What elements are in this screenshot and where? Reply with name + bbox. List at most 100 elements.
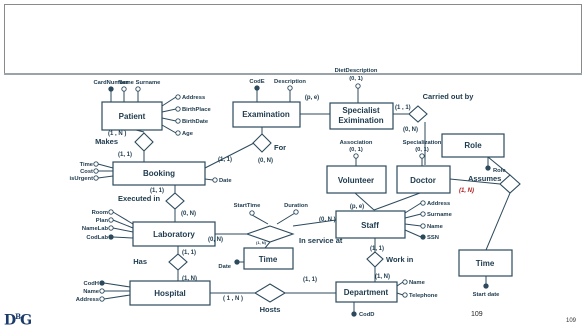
entity-booking-label: Booking: [143, 169, 175, 178]
rel-hosts[interactable]: Hosts: [253, 283, 287, 314]
relationship-lines: [135, 113, 511, 294]
rel-makes[interactable]: Makes: [95, 132, 154, 152]
rel-work-in[interactable]: Work in: [366, 251, 414, 268]
attr-birthdate: BirthDate: [182, 119, 209, 125]
title-area: [4, 4, 582, 74]
rel-executed-label: Executed in: [118, 194, 161, 203]
rel-for-label: For: [274, 143, 286, 152]
entity-specialist-examination[interactable]: Specialist Eximination: [329, 102, 394, 130]
attr-plan: Plan: [96, 218, 109, 224]
entity-time-role[interactable]: Time: [458, 249, 513, 277]
card-role-assumes: (1, N): [459, 188, 474, 194]
card-lab-exec: (0, N): [181, 211, 196, 217]
title-divider: [4, 73, 582, 75]
entity-role[interactable]: Role: [441, 133, 505, 158]
entity-hospital-label: Hospital: [154, 289, 186, 298]
card-lab-inservice: (0, N): [208, 237, 223, 243]
attr-hospital-name: Name: [83, 289, 100, 295]
entity-staff-label: Staff: [361, 221, 379, 230]
entity-patient[interactable]: Patient: [101, 101, 163, 131]
entity-time-lab[interactable]: Time: [243, 247, 294, 270]
attr-code-key-icon: [254, 85, 260, 91]
card-dept-workin: (1, N): [375, 274, 390, 280]
card-staff-inservice: (0, N ): [319, 217, 336, 223]
attr-room: Room: [92, 210, 108, 216]
attr-specialization-card: (0, 1): [415, 147, 429, 153]
attr-ssn-key-icon: [420, 234, 426, 240]
attr-patient-name: Name: [118, 80, 135, 86]
attr-staff-address: Address: [427, 201, 450, 207]
attribute-stems: [97, 87, 489, 312]
entity-hospital[interactable]: Hospital: [129, 280, 211, 306]
card-exam-for: (0, N): [258, 158, 273, 164]
diagram-page-number: 109: [471, 311, 483, 318]
rel-hosts-label: Hosts: [260, 305, 281, 314]
attr-codlab-key-icon: [108, 234, 114, 240]
rel-assumes[interactable]: Assumes: [468, 174, 521, 194]
attr-dietdescription-card: (0, 1): [349, 76, 363, 82]
attr-specialization: Specialization: [403, 140, 442, 146]
attr-code: CodE: [249, 79, 264, 85]
attr-telephone: Telephone: [409, 293, 438, 299]
attr-cost: Cost: [80, 169, 93, 175]
entity-department[interactable]: Department: [335, 281, 398, 303]
rel-workin-label: Work in: [386, 255, 414, 264]
attr-role-key-icon: [485, 165, 491, 171]
entity-staff[interactable]: Staff: [335, 210, 406, 239]
attr-time-date: Date: [218, 264, 231, 270]
card-patient-makes: (1 , N ): [108, 131, 126, 137]
attr-time: Time: [80, 162, 94, 168]
entity-laboratory[interactable]: Laboratory: [132, 221, 216, 247]
rel-has[interactable]: Has: [133, 253, 188, 271]
attr-starttime: StartTime: [234, 203, 261, 209]
entity-department-label: Department: [344, 288, 389, 297]
card-lab-has-bottom: (1, N): [182, 276, 197, 282]
entity-volunteer-label: Volunteer: [338, 176, 374, 185]
entity-examination-label: Examination: [242, 110, 290, 119]
attr-codh-key-icon: [99, 280, 105, 286]
attr-cardnumber-key-icon: [108, 86, 114, 92]
attr-staff-name: Name: [427, 224, 444, 230]
attr-cardnumber: CardNumber: [93, 80, 129, 86]
entity-booking[interactable]: Booking: [112, 161, 206, 186]
entity-volunteer[interactable]: Volunteer: [326, 165, 387, 194]
rel-for[interactable]: For: [252, 133, 286, 153]
attr-patient-address: Address: [182, 95, 205, 101]
rel-in-service-at[interactable]: In service at: [245, 225, 343, 245]
card-booking-for: (1, 1): [218, 157, 232, 163]
entity-examination[interactable]: Examination: [232, 101, 301, 128]
entity-laboratory-label: Laboratory: [153, 230, 195, 239]
attr-birthplace: BirthPlace: [182, 107, 211, 113]
attr-dietdescription: DietDescription: [335, 68, 378, 74]
attr-dept-name: Name: [409, 280, 426, 286]
entity-time-role-label: Time: [476, 259, 495, 268]
card-booking-exec: (1, 1): [150, 188, 164, 194]
entity-time-lab-label: Time: [259, 255, 278, 264]
rel-carried-label: Carried out by: [423, 92, 475, 101]
attr-namelab: NameLab: [82, 226, 109, 232]
card-staff-workin: (1, 1): [370, 246, 384, 252]
attr-startdate-key-icon: [483, 283, 489, 289]
entity-specialist-label-line2: Eximination: [338, 116, 383, 125]
attr-hospital-address: Address: [76, 297, 99, 303]
rel-executed-in[interactable]: Executed in: [118, 192, 185, 210]
attr-ssn: SSN: [427, 235, 439, 241]
rel-has-label: Has: [133, 257, 147, 266]
entity-role-label: Role: [464, 141, 482, 150]
entity-specialist-label-line1: Specialist: [342, 106, 380, 115]
card-time-inservice: (1, N): [256, 240, 267, 245]
cardinality-labels: (1 , N ) (1, 1) (0, N) (1, 1) (1 , 1) (0…: [108, 105, 474, 302]
attr-age: Age: [182, 131, 194, 137]
attr-duration: Duration: [284, 203, 308, 209]
attribute-labels: CardNumber Name Surname Address BirthPla…: [69, 68, 506, 318]
attr-codd: CodD: [359, 312, 374, 318]
attr-codh: CodH: [84, 281, 99, 287]
card-booking-makes: (1, 1): [118, 152, 132, 158]
rel-carried-out-by[interactable]: Carried out by: [408, 92, 475, 123]
entity-doctor[interactable]: Doctor: [396, 165, 451, 194]
generalization-labels: (p, e) (p, e): [305, 95, 364, 210]
entity-doctor-label: Doctor: [410, 176, 436, 185]
rel-inservice-label: In service at: [299, 236, 343, 245]
